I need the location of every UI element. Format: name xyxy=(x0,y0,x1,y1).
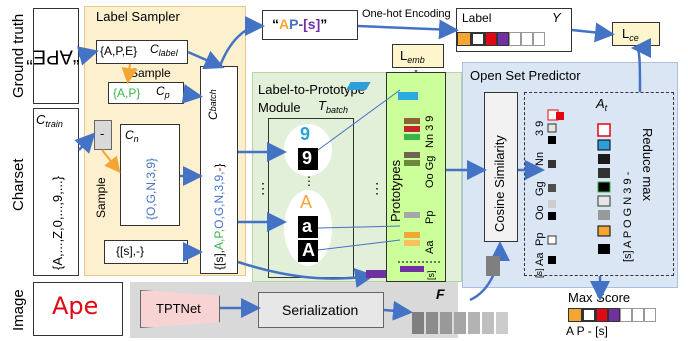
glyph-9-inverse-bg xyxy=(298,148,318,170)
input-image xyxy=(33,282,123,336)
ctrain-label: Ctrain xyxy=(36,112,63,129)
at-col-39: 3 9 xyxy=(534,120,546,136)
lemb-label: Lemb xyxy=(400,48,425,65)
glyph-a-inverse1-bg xyxy=(298,216,318,238)
sample-label-1: Sample xyxy=(130,66,171,80)
row-title-image: Image xyxy=(10,289,27,331)
set-n: {O,G,N,3,9} xyxy=(144,157,158,220)
at-col-aa: Aa xyxy=(534,252,546,266)
max-score-decoded: A P - [s] xyxy=(566,324,608,338)
ground-truth-value: “APE” xyxy=(26,45,80,68)
max-score-title: Max Score xyxy=(568,290,631,305)
set-ap: {A,P} xyxy=(113,86,141,100)
label-sampler-title: Label Sampler xyxy=(96,9,180,24)
glyph-9-plain: 9 xyxy=(300,124,311,144)
at-row-labels: [s] A P O G N 3 9 - xyxy=(622,171,634,262)
glyph-a-plain: A xyxy=(300,192,313,212)
l2p-module: Module xyxy=(258,100,301,115)
special-set: {[s],-} xyxy=(116,244,145,258)
l2p-title: Label-to-Prototype xyxy=(258,82,365,97)
input-image-text: Ape xyxy=(52,292,99,320)
max-score-cells xyxy=(568,308,672,322)
row-title-charset: Charset xyxy=(10,158,27,212)
glyph-a-inverse2: A xyxy=(302,240,315,260)
at-col-s: [s] xyxy=(534,268,544,278)
cosine-label: Cosine Similarity xyxy=(492,135,507,232)
special-box xyxy=(104,240,188,264)
l2p-dots-left: ⋮ xyxy=(256,180,270,196)
l2p-dots-mid: ⋮ xyxy=(303,174,315,188)
cbatch-label: Cbatch xyxy=(206,89,220,120)
batch-set: {[s],A,P,O,G,N,3,9,-} xyxy=(212,163,226,270)
label-y-title: Label xyxy=(462,11,492,25)
at-col-nn: Nn xyxy=(534,151,546,166)
proto-label-s: [s] xyxy=(426,270,436,280)
serialization-box xyxy=(258,292,384,328)
cp-label: Cp xyxy=(156,84,170,100)
at-col-oo: Oo xyxy=(534,205,546,220)
at-label: At xyxy=(596,96,608,113)
glyph-a-inverse2-bg xyxy=(298,240,318,262)
proto-label-aa: Aa xyxy=(424,240,436,254)
lce-label: Lce xyxy=(622,26,639,43)
serialization-label: Serialization xyxy=(282,302,359,318)
lemb-box xyxy=(392,44,444,68)
clabel-label: Clabel xyxy=(150,42,178,58)
minus-sign: - xyxy=(100,126,105,141)
ground-truth-box xyxy=(33,8,79,104)
tbatch-label: Tbatch xyxy=(318,98,348,115)
proto-label-nn: Nn 3 9 xyxy=(424,115,436,148)
cn-box xyxy=(120,124,180,226)
label-y-symbol: Y xyxy=(552,10,561,25)
glyph-9-inverse: 9 xyxy=(302,148,313,168)
at-box xyxy=(524,92,674,276)
cn-label: Cn xyxy=(125,128,139,144)
ap-label-text: “AP-[s]” xyxy=(272,16,328,32)
tptnet-label: TPTNet xyxy=(156,301,201,316)
proto-label-pp: Pp xyxy=(424,210,436,224)
ap-label-box xyxy=(262,10,358,40)
prototypes-title: Prototypes xyxy=(388,159,403,222)
sample-label-2: Sample xyxy=(94,177,108,218)
feature-label: F xyxy=(436,286,445,302)
glyph-a-inverse1: a xyxy=(302,216,313,236)
onehot-label: One-hot Encoding xyxy=(362,8,451,20)
charset-value: {A,...,Z,0,...,9,...} xyxy=(50,176,65,270)
label-onehot-cells xyxy=(457,32,571,46)
at-col-gg: Gg xyxy=(534,181,546,196)
charset-box xyxy=(33,108,79,276)
clabel-box xyxy=(96,40,188,64)
proto-label-oo: Oo Gg xyxy=(424,155,436,188)
osp-title: Open Set Predictor xyxy=(470,68,581,83)
at-col-pp: Pp xyxy=(534,232,546,246)
cbatch-box xyxy=(200,66,238,274)
reduce-max: Reduce max xyxy=(640,128,655,201)
l2p-dots-right: ⋮ xyxy=(370,180,384,196)
set-ape: {A,P,E} xyxy=(100,44,138,58)
